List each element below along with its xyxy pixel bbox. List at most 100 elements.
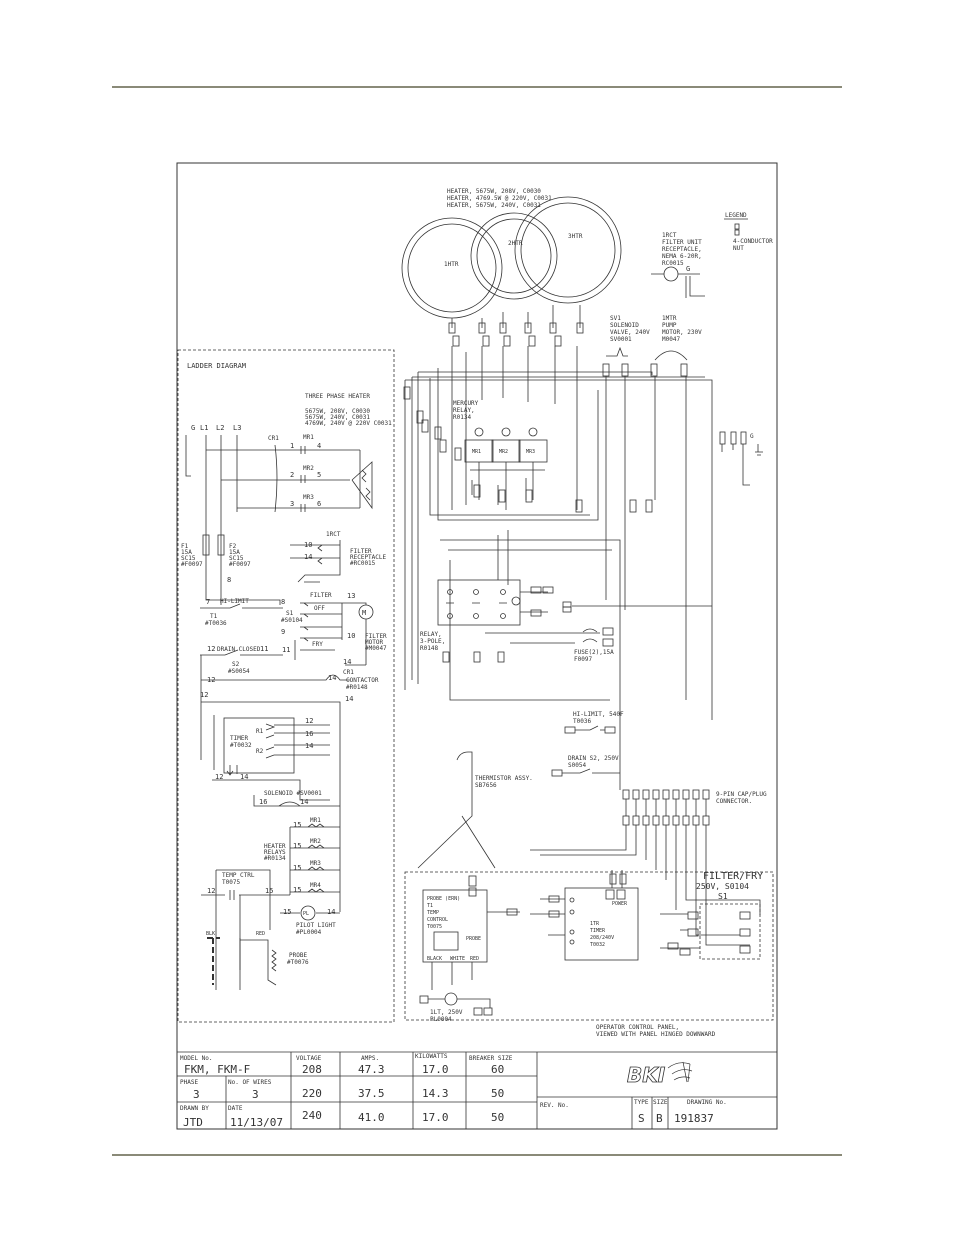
pilot-light-panel: 1LT, 250V PL0004	[419, 992, 493, 1023]
svg-text:MR1: MR1	[472, 449, 481, 455]
svg-text:#T0036: #T0036	[205, 620, 227, 627]
svg-text:MR1: MR1	[303, 434, 314, 441]
svg-text:RED: RED	[470, 956, 479, 962]
filter-fry-switch: FILTER/FRY 250V, S0104 S1	[660, 871, 763, 960]
svg-text:1LT, 250V: 1LT, 250V	[430, 1009, 463, 1016]
wires-value: 3	[252, 1088, 259, 1101]
svg-text:BREAKER SIZE: BREAKER SIZE	[469, 1055, 513, 1062]
svg-text:MR1: MR1	[310, 817, 321, 824]
svg-text:PUMP: PUMP	[662, 322, 677, 329]
svg-text:#R0134: #R0134	[264, 855, 286, 862]
svg-text:MR4: MR4	[310, 882, 321, 889]
svg-text:240: 240	[302, 1109, 322, 1122]
svg-text:3: 3	[290, 500, 294, 508]
svg-text:THERMISTOR ASSY.: THERMISTOR ASSY.	[475, 775, 533, 782]
legend-title: LEGEND	[725, 212, 747, 219]
svg-text:#T0032: #T0032	[230, 742, 252, 749]
svg-text:T0075: T0075	[222, 879, 240, 886]
svg-text:PL0004: PL0004	[430, 1016, 452, 1023]
svg-text:MODEL No.: MODEL No.	[180, 1055, 213, 1062]
drawing-frame	[176, 162, 778, 1130]
svg-text:14: 14	[343, 658, 351, 666]
svg-text:RC0015: RC0015	[662, 260, 684, 267]
svg-text:HI-LIMIT: HI-LIMIT	[220, 598, 249, 605]
svg-text:KILOWATTS: KILOWATTS	[415, 1053, 448, 1060]
svg-text:F0097: F0097	[574, 656, 592, 663]
svg-text:12: 12	[305, 717, 313, 725]
svg-text:12: 12	[215, 773, 223, 781]
svg-text:#RC0015: #RC0015	[350, 560, 376, 567]
svg-text:OPERATOR CONTROL PANEL,: OPERATOR CONTROL PANEL,	[596, 1024, 679, 1031]
svg-text:REV. No.: REV. No.	[540, 1102, 569, 1109]
svg-text:DRAIN S2, 250V: DRAIN S2, 250V	[568, 755, 619, 762]
footer-rule	[112, 1154, 842, 1156]
svg-text:T0036: T0036	[573, 718, 591, 725]
svg-text:T0032: T0032	[590, 942, 605, 948]
svg-text:G: G	[750, 433, 754, 440]
svg-text:DRAWN BY: DRAWN BY	[180, 1105, 209, 1112]
svg-text:1RCT: 1RCT	[662, 232, 677, 239]
ladder-title: LADDER DIAGRAM	[187, 362, 246, 370]
svg-text:50: 50	[491, 1087, 504, 1100]
svg-text:CR1: CR1	[268, 435, 279, 442]
temp-control-panel: PROBE (ERN) T1 TEMP CONTROL T0075 PROBE …	[422, 875, 520, 990]
svg-text:MR2: MR2	[310, 838, 321, 845]
svg-text:CONNECTOR.: CONNECTOR.	[716, 798, 752, 805]
heater-label-3: 3HTR	[568, 233, 583, 240]
thermistor-assembly: THERMISTOR ASSY. SB7656	[417, 751, 533, 869]
heater-elements: HEATER, 5675W, 208V, C0030 HEATER, 4769.…	[401, 188, 622, 347]
heater-label-1: 1HTR	[444, 261, 459, 268]
svg-text:14.3: 14.3	[422, 1087, 449, 1100]
svg-text:208: 208	[302, 1063, 322, 1076]
legend-line-2: NUT	[733, 245, 744, 252]
svg-text:F1: F1	[181, 543, 189, 550]
svg-text:MR3: MR3	[526, 449, 535, 455]
svg-text:G: G	[686, 265, 690, 273]
svg-text:SB7656: SB7656	[475, 782, 497, 789]
svg-text:250V, S0104: 250V, S0104	[696, 882, 749, 891]
svg-text:#F0097: #F0097	[181, 561, 203, 568]
header-rule	[112, 86, 842, 88]
svg-text:1TR: 1TR	[590, 921, 600, 927]
svg-text:DRAWING No.: DRAWING No.	[687, 1099, 727, 1106]
svg-text:OFF: OFF	[314, 605, 325, 612]
svg-text:RELAYS: RELAYS	[264, 849, 286, 856]
svg-text:SC15: SC15	[229, 555, 244, 562]
svg-text:S1: S1	[718, 892, 728, 901]
svg-text:15: 15	[283, 908, 291, 916]
svg-text:4769W, 240V @ 220V C0031: 4769W, 240V @ 220V C0031	[305, 420, 392, 427]
svg-text:S1: S1	[286, 610, 294, 617]
svg-text:No. OF WIRES: No. OF WIRES	[228, 1079, 272, 1086]
svg-text:PILOT LIGHT: PILOT LIGHT	[296, 922, 336, 929]
svg-text:R0134: R0134	[453, 414, 471, 421]
svg-text:SOLENOID #SV0001: SOLENOID #SV0001	[264, 790, 322, 797]
bki-logo: BKI	[627, 1061, 693, 1087]
svg-text:8: 8	[227, 576, 231, 584]
svg-text:17.0: 17.0	[422, 1063, 449, 1076]
hi-limit-right: HI-LIMIT, 540F T0036	[564, 711, 624, 734]
svg-text:220: 220	[302, 1087, 322, 1100]
svg-text:R2: R2	[256, 748, 264, 755]
svg-text:FUSE(2),15A: FUSE(2),15A	[574, 649, 614, 656]
svg-text:8: 8	[281, 598, 285, 606]
svg-text:14: 14	[240, 773, 248, 781]
svg-text:RECEPTACLE: RECEPTACLE	[350, 554, 387, 561]
svg-text:14: 14	[304, 553, 312, 561]
svg-text:16: 16	[305, 730, 313, 738]
svg-text:M0047: M0047	[662, 336, 680, 343]
svg-text:TIMER: TIMER	[590, 928, 606, 934]
size-value: B	[656, 1112, 663, 1125]
svg-text:#T0076: #T0076	[287, 959, 309, 966]
svg-text:M: M	[362, 609, 366, 617]
svg-text:MERCURY: MERCURY	[453, 400, 479, 407]
svg-text:FRY: FRY	[312, 641, 323, 648]
svg-text:R0148: R0148	[420, 645, 438, 652]
svg-text:WHITE: WHITE	[450, 956, 465, 962]
svg-text:15A: 15A	[181, 549, 192, 556]
svg-text:3-POLE,: 3-POLE,	[420, 638, 445, 645]
svg-text:POWER: POWER	[612, 901, 628, 907]
svg-text:14: 14	[305, 742, 313, 750]
svg-text:FILTER: FILTER	[310, 592, 332, 599]
svg-text:PL: PL	[303, 911, 309, 917]
svg-text:41.0: 41.0	[358, 1111, 385, 1124]
